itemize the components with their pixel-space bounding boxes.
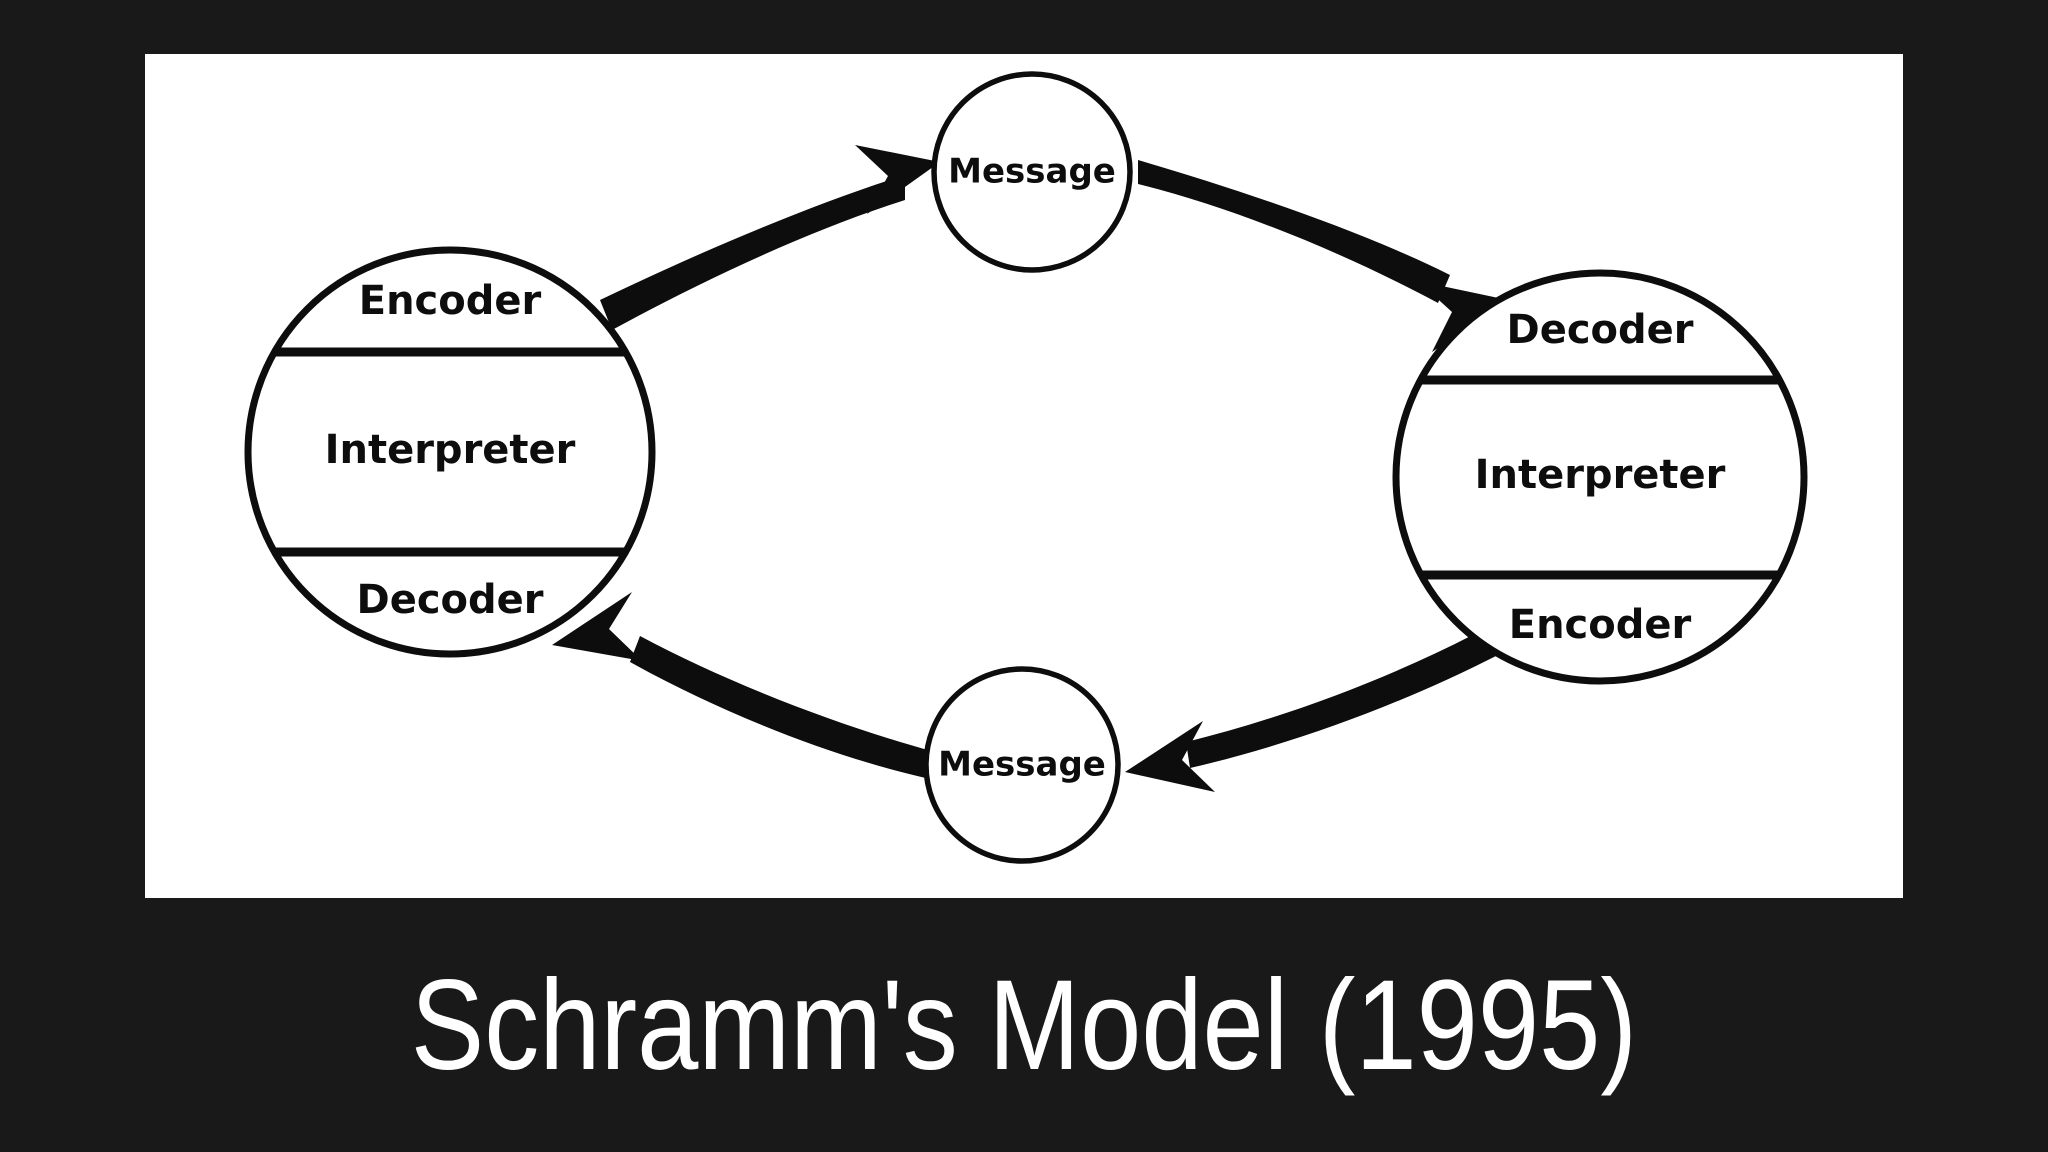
diagram-panel [145, 54, 1903, 898]
slide-title-bar: Schramm's Model (1995) [0, 900, 2048, 1152]
slide-title: Schramm's Model (1995) [410, 954, 1638, 1097]
